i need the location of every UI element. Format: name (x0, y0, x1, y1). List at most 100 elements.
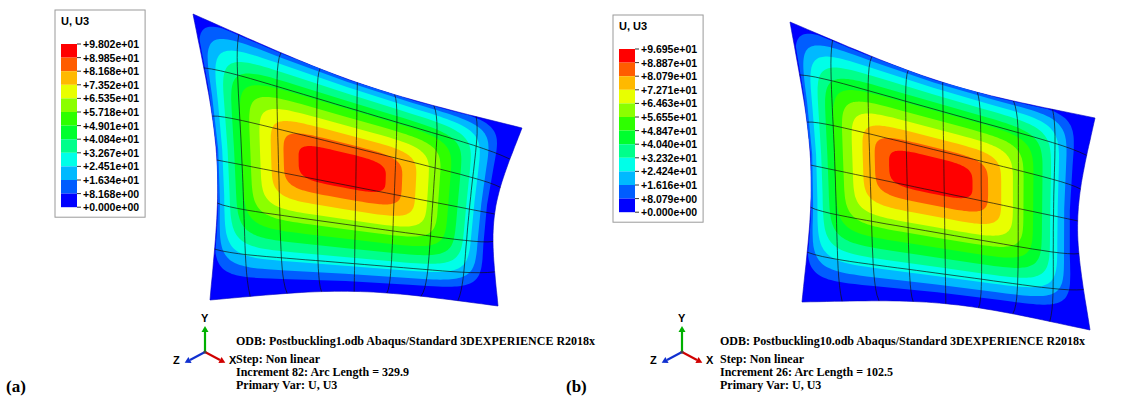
contour-band (810, 57, 1059, 288)
legend-value: +0.000e+00 (641, 206, 697, 218)
legend-tick (77, 98, 81, 99)
contour-band (231, 74, 461, 256)
contour-band (299, 146, 386, 192)
axis-label: Y (201, 312, 208, 324)
increment-info: Increment 26: Arc Length = 102.5 (720, 365, 893, 380)
legend-color-band (619, 103, 635, 117)
legend-color-band (61, 85, 77, 99)
legend-value: +2.424e+01 (641, 165, 697, 177)
contour-band (208, 39, 489, 280)
legend-value: +5.655e+01 (641, 111, 697, 123)
mesh-line (811, 207, 1079, 254)
legend-tick (77, 166, 81, 167)
legend-tick (77, 71, 81, 72)
axis-line (681, 332, 683, 352)
plate-surface (790, 22, 1095, 330)
legend-color-band (61, 98, 77, 112)
odb-info: ODB: Postbuckling1.odb Abaqus/Standard 3… (236, 334, 595, 349)
legend-color-band (61, 194, 77, 208)
legend-value: +8.168e+00 (83, 188, 139, 200)
axis-arrowhead (679, 326, 686, 332)
legend-color-band (619, 199, 635, 213)
legend-tick (77, 84, 81, 85)
variable-info: Primary Var: U, U3 (236, 378, 337, 393)
axis-arrowhead (695, 357, 702, 363)
contour-band (825, 79, 1042, 268)
step-info: Step: Non linear (236, 352, 320, 367)
legend-color-band (619, 49, 635, 63)
legend-value: +8.985e+01 (83, 52, 139, 64)
legend-color-band (61, 180, 77, 194)
legend-value: +7.271e+01 (641, 84, 697, 96)
legend-tick (77, 193, 81, 194)
contour-band (249, 97, 440, 237)
legend-value: +3.267e+01 (83, 147, 139, 159)
legend-box (613, 15, 703, 222)
axis-line (190, 352, 205, 360)
triad-origin (203, 350, 206, 353)
legend-color-band (619, 117, 635, 131)
legend-value: +8.079e+01 (641, 70, 697, 82)
axis-line (204, 332, 206, 352)
legend-color-band (61, 44, 77, 58)
legend-color-band (619, 144, 635, 158)
legend-value: +7.352e+01 (83, 79, 139, 91)
legend-title: U, U3 (61, 15, 89, 27)
contour-band (863, 126, 1002, 225)
legend-color-band (619, 63, 635, 77)
legend-value: +4.901e+01 (83, 120, 139, 132)
legend-tick (635, 89, 639, 90)
legend-box (55, 10, 145, 217)
legend-color-band (61, 153, 77, 167)
contour-band (200, 27, 497, 287)
legend-color-band (619, 131, 635, 145)
legend-tick (77, 112, 81, 113)
panel-tag: (a) (6, 377, 26, 397)
legend-value: +8.168e+01 (83, 65, 139, 77)
panel-tag: (b) (566, 377, 587, 397)
axis-label: Z (173, 354, 180, 366)
legend-value: +4.847e+01 (641, 125, 697, 137)
mesh-line (217, 160, 495, 214)
mesh-line (212, 116, 500, 187)
legend-tick (635, 144, 639, 145)
mesh-line (807, 252, 1083, 290)
legend-value: +1.634e+01 (83, 174, 139, 186)
legend-tick (77, 207, 81, 208)
legend-tick (635, 130, 639, 131)
contour-band (833, 90, 1033, 258)
legend-tick (77, 152, 81, 153)
legend-color-band (619, 76, 635, 90)
legend-value: +8.887e+01 (641, 57, 697, 69)
legend-color-band (61, 166, 77, 180)
mesh-line (800, 75, 1087, 155)
contour-band (271, 121, 417, 216)
legend-tick (635, 62, 639, 63)
legend-tick (77, 180, 81, 181)
legend-color-band (61, 112, 77, 126)
contour-band (889, 151, 972, 199)
legend-tick (635, 49, 639, 50)
legend-title: U, U3 (619, 20, 647, 32)
legend-tick (635, 103, 639, 104)
legend-color-band (619, 171, 635, 185)
axis-label: X (706, 354, 713, 366)
contour-band (240, 85, 451, 246)
variable-info: Primary Var: U, U3 (720, 378, 821, 393)
legend-color-band (619, 90, 635, 104)
legend-value: +4.040e+01 (641, 138, 697, 150)
axis-arrowhead (218, 357, 225, 363)
axis-line (667, 352, 682, 360)
legend-value: +3.232e+01 (641, 152, 697, 164)
legend-tick (635, 76, 639, 77)
legend-color-band (61, 139, 77, 153)
triad-origin (680, 350, 683, 353)
legend-value: +2.451e+01 (83, 160, 139, 172)
contour-band (284, 133, 403, 204)
legend-tick (635, 117, 639, 118)
legend-value: +1.616e+01 (641, 179, 697, 191)
contour-band (842, 102, 1024, 247)
legend-color-band (619, 185, 635, 199)
legend-tick (635, 198, 639, 199)
